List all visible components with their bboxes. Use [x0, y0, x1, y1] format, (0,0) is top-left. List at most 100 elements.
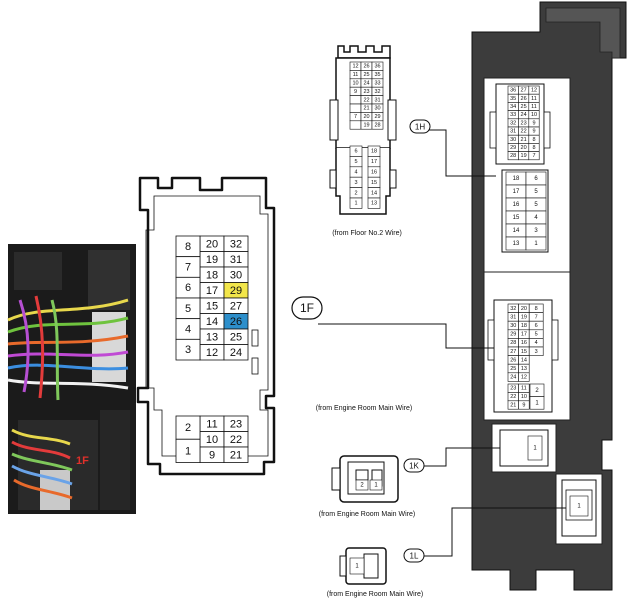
pin-cell: 14: [199, 313, 225, 330]
pin-label: 19: [521, 314, 527, 320]
pin-cell: 20: [518, 143, 530, 152]
pin-label: 18: [206, 269, 218, 281]
pin-label: 16: [371, 170, 377, 176]
pin-label: 19: [521, 153, 527, 159]
caption-engine-room: (from Engine Room Main Wire): [316, 405, 412, 412]
pin-cell: 32: [223, 235, 249, 252]
pin-cell: 2: [349, 187, 363, 199]
pin-label: 35: [510, 96, 516, 102]
pin-label: 1: [355, 564, 359, 570]
photo-connector-label: 1F: [76, 455, 89, 467]
pin-cell: 4: [349, 166, 363, 178]
pin-label: 21: [510, 403, 516, 409]
pin-label: 10: [352, 81, 358, 87]
pin-label: 32: [230, 238, 242, 250]
pin-label: 23: [230, 418, 242, 430]
pin-cell: 8: [528, 303, 544, 313]
pin-label: 21: [230, 449, 242, 461]
pin-cell: 6: [349, 145, 363, 157]
pin-cell: 28: [507, 338, 519, 348]
pin-cell: 11: [199, 415, 225, 432]
pin-label: 29: [510, 145, 516, 151]
pin-cell: 22: [223, 431, 249, 448]
pin-cell: 36: [507, 85, 519, 95]
tag-1l-label: 1L: [410, 552, 419, 561]
pin-label: 19: [363, 123, 369, 129]
pin-label: 9: [354, 89, 357, 95]
pin-label: 2: [354, 190, 357, 196]
pin-cell: 22: [518, 126, 530, 136]
pin-cell: 13: [199, 328, 225, 345]
pin-label: 24: [363, 81, 369, 87]
pin-cell: 23: [360, 86, 373, 96]
pin-label: 24: [510, 375, 516, 381]
pin-cell: 11: [518, 383, 530, 393]
lock-tab: [251, 329, 259, 347]
pin-label: 6: [185, 282, 191, 294]
pin-cell: 12: [199, 344, 225, 361]
pin-cell: 5: [525, 184, 547, 199]
pin-cell: 6: [528, 320, 544, 331]
pin-label: 23: [510, 386, 516, 392]
tag-1h-label: 1H: [415, 123, 425, 132]
pin-cell: 4: [175, 318, 201, 340]
pin-label: 22: [521, 129, 527, 135]
pin-cell: 22: [360, 95, 373, 105]
pin-label: 20: [521, 145, 527, 151]
pin-label: 21: [521, 137, 527, 143]
pin-cell: 14: [505, 223, 527, 238]
pin-cell: 26: [507, 355, 519, 365]
pin-cell: 16: [518, 338, 530, 348]
pin-label: 29: [510, 332, 516, 338]
pin-cell: 30: [223, 266, 249, 283]
pin-cell: 3: [525, 223, 547, 238]
pin-label: 25: [510, 366, 516, 372]
pin-cell: 13: [505, 236, 527, 251]
pin-label: 17: [371, 159, 377, 165]
pin-cell: 26: [518, 93, 530, 103]
caption-1h: (from Floor No.2 Wire): [332, 230, 402, 237]
pin-cell: 32: [507, 303, 519, 313]
pin-cell: 24: [223, 344, 249, 361]
pin-label: 7: [532, 153, 535, 159]
pin-label: 11: [521, 386, 527, 392]
pin-label: 19: [206, 254, 218, 266]
pin-cell: 15: [367, 176, 381, 188]
pin-label: 17: [521, 332, 527, 338]
pin-label: 27: [521, 88, 527, 94]
pin-cell: 33: [371, 78, 384, 88]
pin-cell: 29: [507, 143, 519, 152]
pin-cell: 11: [528, 93, 540, 103]
pin-cell: 1: [525, 236, 547, 251]
pin-label: 8: [535, 306, 538, 312]
pin-label: 3: [535, 349, 538, 355]
pin-cell: 28: [371, 120, 384, 130]
pin-label: 16: [521, 340, 527, 346]
pin-cell: 27: [223, 297, 249, 314]
pin-cell: 15: [199, 297, 225, 314]
pin-label: 9: [532, 120, 535, 126]
pin-cell: 14: [367, 187, 381, 199]
pin-cell: 30: [507, 134, 519, 144]
pin-label: 35: [374, 72, 380, 78]
pin-label: 13: [521, 366, 527, 372]
tag-1k-label: 1K: [409, 462, 419, 471]
pin-label: 20: [206, 238, 218, 250]
pin-label: 15: [521, 349, 527, 355]
pin-label: 10: [206, 434, 218, 446]
pin-cell: 25: [507, 363, 519, 374]
pin-cell: 21: [360, 103, 373, 113]
pin-label: 32: [510, 306, 516, 312]
tag-1l: 1L: [403, 548, 425, 563]
pin-label: 1: [374, 483, 378, 489]
pin-cell: 21: [507, 400, 519, 410]
pin-label: 25: [363, 72, 369, 78]
pin-cell: 31: [223, 251, 249, 268]
pin-label: 1: [354, 201, 357, 207]
pin-label: 9: [522, 403, 525, 409]
pin-cell: 29: [371, 112, 384, 122]
pin-cell: 10: [349, 78, 362, 88]
caption-1k: (from Engine Room Main Wire): [319, 511, 415, 518]
pin-cell: 10: [199, 431, 225, 448]
pin-cell: 24: [507, 372, 519, 382]
